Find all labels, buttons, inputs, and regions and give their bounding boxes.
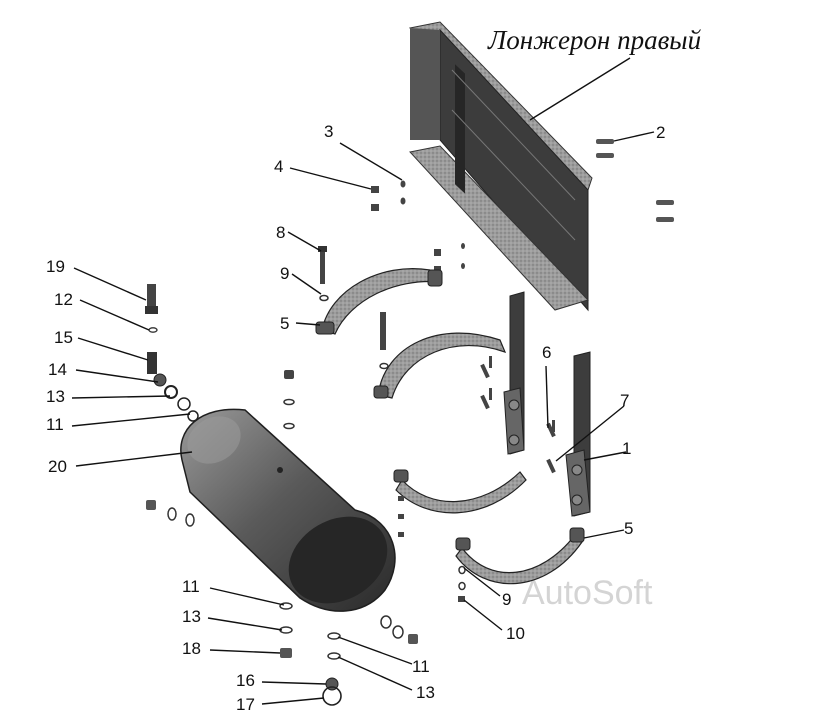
callout-5-upper: 5 — [280, 314, 289, 333]
callout-13-left: 13 — [46, 387, 65, 406]
drain-fittings-bottom — [279, 602, 418, 706]
air-tank-20 — [180, 408, 396, 612]
leader-5-lower — [583, 529, 625, 539]
leader-13-bottom-right — [337, 656, 413, 691]
leader-16 — [261, 681, 327, 685]
callout-3: 3 — [324, 122, 333, 141]
callout-13-bottom-right: 13 — [416, 683, 435, 702]
leader-3 — [339, 142, 403, 181]
washer-9-top — [319, 294, 329, 302]
callout-19: 19 — [46, 257, 65, 276]
callout-18: 18 — [182, 639, 201, 658]
washers-column-top — [283, 370, 295, 430]
title-leader-line — [529, 57, 631, 121]
nut-10 — [458, 596, 465, 602]
callout-6: 6 — [542, 343, 551, 362]
leader-8 — [287, 231, 322, 252]
drain-fittings-left — [145, 284, 199, 422]
leader-15 — [77, 337, 149, 361]
callout-4: 4 — [274, 157, 283, 176]
leader-20 — [75, 451, 193, 467]
leader-13-left — [71, 395, 171, 399]
clamp-strap-5-lower — [455, 527, 585, 585]
callout-12: 12 — [54, 290, 73, 309]
leader-18 — [209, 649, 281, 654]
leader-11-bottom-left — [209, 587, 285, 606]
clamp-strap-5-upper — [315, 268, 443, 335]
leader-1 — [583, 451, 627, 461]
callout-7: 7 — [620, 391, 629, 410]
callout-17: 17 — [236, 695, 255, 714]
leader-9-lower — [463, 567, 501, 597]
callout-10: 10 — [506, 624, 525, 643]
leader-12 — [79, 299, 150, 331]
washer-9-lower-2 — [458, 581, 466, 591]
leader-19 — [73, 267, 147, 301]
leader-17 — [261, 697, 325, 705]
callout-11-bottom-left: 11 — [182, 577, 200, 596]
callout-8: 8 — [276, 223, 285, 242]
leader-13-bottom-left — [207, 617, 283, 631]
leader-6 — [545, 365, 549, 429]
bolt-8 — [318, 246, 327, 284]
clamp-strap-upper-rear — [373, 312, 507, 399]
small-washers-left — [146, 500, 195, 527]
leader-9-top — [291, 273, 322, 295]
clamp-strap-lower-rear — [393, 469, 527, 537]
leader-7 — [555, 405, 625, 462]
leader-10 — [463, 599, 503, 631]
bracket-1-left — [503, 291, 525, 455]
longeron-title: Лонжерон правый — [487, 25, 702, 55]
callout-15: 15 — [54, 328, 73, 347]
nuts-3-4 — [371, 180, 465, 273]
callout-11-bottom-right: 11 — [412, 657, 430, 676]
callout-9-lower: 9 — [502, 590, 511, 609]
leader-14 — [75, 369, 159, 383]
leader-4 — [289, 167, 372, 190]
bolts-2 — [596, 139, 674, 222]
bracket-1-right — [565, 351, 591, 517]
longeron-right — [408, 21, 593, 312]
callout-14: 14 — [48, 360, 67, 379]
callout-9-top: 9 — [280, 264, 289, 283]
callout-11-left: 11 — [46, 415, 64, 434]
callout-1: 1 — [622, 439, 631, 458]
leader-2 — [613, 131, 655, 142]
callout-5-lower: 5 — [624, 519, 633, 538]
callout-16: 16 — [236, 671, 255, 690]
callout-2: 2 — [656, 123, 665, 142]
callout-20: 20 — [48, 457, 67, 476]
leader-11-bottom-right — [337, 636, 413, 665]
watermark-text: AutoSoft — [522, 574, 653, 612]
bolts-6-7 — [480, 356, 556, 474]
leader-5-upper — [295, 322, 321, 326]
washer-9-lower — [458, 565, 466, 575]
callout-13-bottom-left: 13 — [182, 607, 201, 626]
leader-11-left — [71, 413, 191, 427]
